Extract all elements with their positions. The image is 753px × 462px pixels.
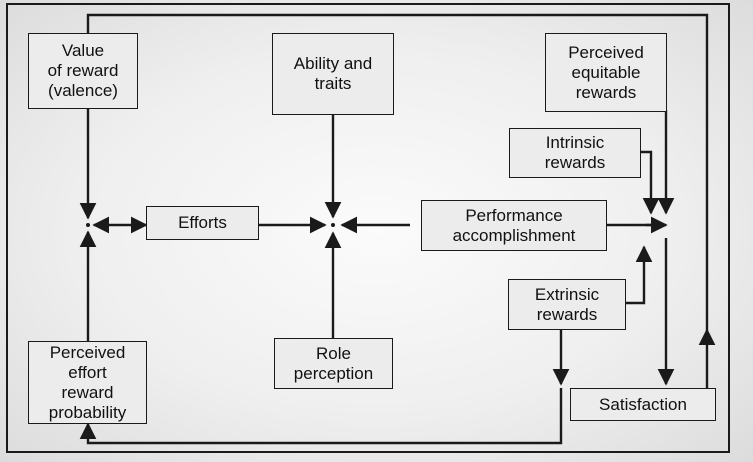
role-perception-box: Role perception [274, 338, 393, 389]
extrinsic-to-node-connector [626, 245, 653, 305]
left-junction-node [86, 223, 90, 227]
diagram-frame [6, 3, 730, 453]
satisfaction-box: Satisfaction [570, 388, 716, 421]
value-of-reward-box: Value of reward (valence) [28, 33, 138, 109]
ability-traits-box: Ability and traits [272, 33, 394, 115]
intrinsic-to-node-connector [641, 150, 660, 215]
perceived-effort-reward-probability-box: Perceived effort reward probability [28, 341, 147, 424]
intrinsic-rewards-box: Intrinsic rewards [509, 128, 641, 178]
efforts-box: Efforts [146, 206, 259, 240]
performance-accomplishment-box: Performance accomplishment [421, 200, 607, 251]
extrinsic-rewards-box: Extrinsic rewards [508, 279, 626, 330]
perceived-equitable-rewards-box: Perceived equitable rewards [545, 33, 667, 112]
feedback-loop-top [86, 13, 709, 330]
feedback-loop-bottom [79, 388, 563, 445]
center-junction-node [331, 223, 335, 227]
